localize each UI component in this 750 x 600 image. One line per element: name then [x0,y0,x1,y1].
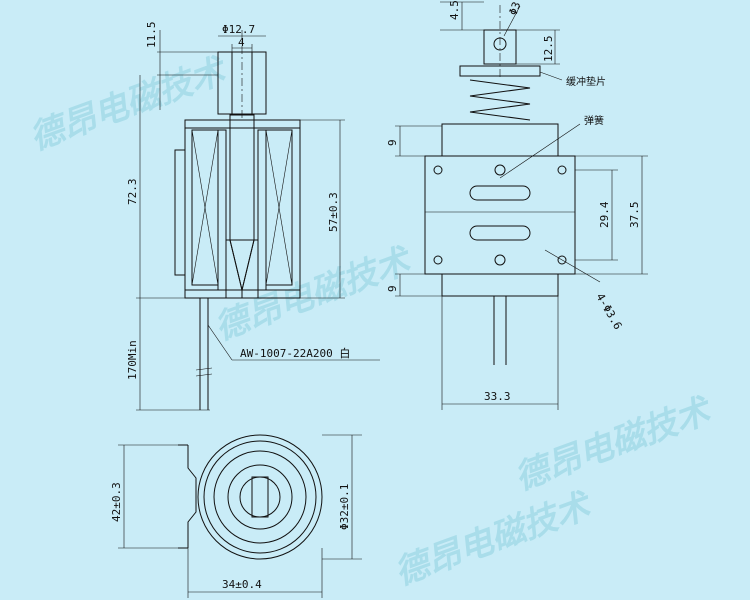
dim-body-height: 57±0.3 [327,192,340,232]
dim-body-height-side: 37.5 [628,202,641,229]
dim-coil-diameter: Φ32±0.1 [338,484,351,530]
dim-lead-length: 170Min [126,340,139,380]
dim-plunger-height: 12.5 [542,36,555,63]
dim-plunger-diameter: Φ3 [507,0,524,17]
dim-shaft-diameter: Φ12.7 [222,23,255,36]
buffer-washer-label: 缓冲垫片 [566,75,606,88]
dim-bottom-offset: 9 [386,285,399,292]
dim-mount-holes: 4-Φ3.6 [593,291,624,332]
watermark-4: 德昂电磁技术 [509,390,718,499]
dim-pin-width: 4 [238,36,245,49]
wire-spec-label: AW-1007-22A200 白 [240,346,350,360]
dim-slot-spacing: 29.4 [598,201,611,228]
watermark-1: 德昂电磁技术 [24,50,233,159]
bottom-view: 42±0.3 Φ32±0.1 34±0.4 [110,434,362,598]
dim-top-gap: 4.5 [448,0,461,20]
dim-body-width: 33.3 [484,390,511,403]
dim-top-height: 11.5 [145,22,158,49]
front-section-view: 11.5 72.3 57±0.3 Φ12.7 4 170Min AW-1007-… [126,22,380,411]
watermark-2: 德昂电磁技术 [209,240,418,349]
dim-base-width: 34±0.4 [222,578,262,591]
dim-top-offset: 9 [386,139,399,146]
dim-total-height: 72.3 [126,179,139,206]
spring-label: 弹簧 [584,114,604,127]
watermark-3: 德昂电磁技术 [389,485,598,594]
dim-base-height: 42±0.3 [110,482,123,522]
side-view: 4.5 Φ3 12.5 缓冲垫片 弹簧 9 9 29.4 37.5 4-Φ3.6… [386,0,648,410]
